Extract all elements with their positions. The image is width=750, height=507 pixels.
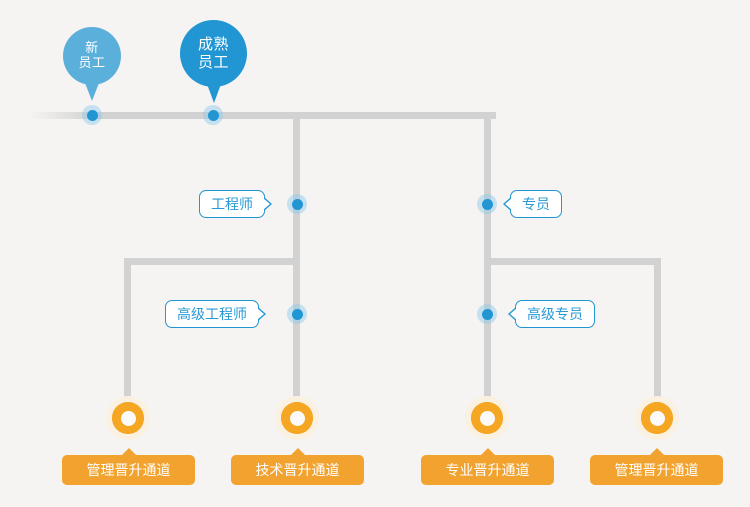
node-dot-senior-specialist[interactable]	[477, 304, 497, 324]
node-dot-engineer[interactable]	[287, 194, 307, 214]
connector-trunk-technical	[293, 112, 300, 420]
stage-bubble-new-employee[interactable]: 新 员工	[63, 27, 121, 101]
node-dot-new-employee[interactable]	[82, 105, 102, 125]
role-label-text: 高级工程师	[177, 307, 247, 323]
donut-hole-icon	[289, 410, 305, 426]
chip-pointer-icon	[479, 448, 496, 456]
channel-chip-management-right[interactable]: 管理晋升通道	[590, 448, 723, 485]
chip-pointer-icon	[648, 448, 665, 456]
role-label-text: 高级专员	[527, 307, 583, 323]
node-dot-specialist[interactable]	[477, 194, 497, 214]
connector-top-horizontal	[0, 112, 496, 119]
connector-branch-right	[484, 258, 661, 265]
bubble-tail-icon	[206, 84, 221, 103]
channel-chip-label: 管理晋升通道	[614, 463, 699, 479]
connector-drop-right	[654, 258, 661, 420]
stage-bubble-mature-employee[interactable]: 成熟 员工	[180, 20, 247, 103]
channel-node-professional[interactable]	[465, 396, 509, 440]
role-label-text: 工程师	[211, 197, 253, 213]
stage-label-line1: 成熟	[197, 34, 229, 53]
stage-label-line2: 员工	[78, 56, 106, 71]
channel-chip-technical[interactable]: 技术晋升通道	[231, 448, 364, 485]
role-label-senior-specialist[interactable]: 高级专员	[515, 300, 595, 328]
donut-hole-icon	[649, 410, 665, 426]
chip-pointer-icon	[120, 448, 137, 456]
connector-branch-left	[124, 258, 300, 265]
channel-chip-label: 技术晋升通道	[255, 463, 340, 479]
channel-node-management-left[interactable]	[106, 396, 150, 440]
channel-chip-management-left[interactable]: 管理晋升通道	[62, 448, 195, 485]
node-dot-mature-employee[interactable]	[203, 105, 223, 125]
role-label-senior-engineer[interactable]: 高级工程师	[165, 300, 259, 328]
donut-hole-icon	[479, 410, 495, 426]
role-label-text: 专员	[522, 197, 550, 213]
channel-node-management-right[interactable]	[635, 396, 679, 440]
bubble-tail-icon	[85, 83, 99, 101]
node-dot-senior-engineer[interactable]	[287, 304, 307, 324]
role-label-engineer[interactable]: 工程师	[199, 190, 265, 218]
chip-pointer-icon	[289, 448, 306, 456]
channel-chip-professional[interactable]: 专业晋升通道	[421, 448, 554, 485]
channel-chip-label: 管理晋升通道	[86, 463, 171, 479]
channel-chip-label: 专业晋升通道	[445, 463, 530, 479]
donut-hole-icon	[120, 410, 136, 426]
role-label-specialist[interactable]: 专员	[510, 190, 562, 218]
connector-trunk-professional	[484, 112, 491, 420]
stage-label-line2: 员工	[197, 52, 229, 71]
stage-label-line1: 新	[85, 40, 99, 56]
channel-node-technical[interactable]	[275, 396, 319, 440]
connector-drop-left	[124, 258, 131, 420]
